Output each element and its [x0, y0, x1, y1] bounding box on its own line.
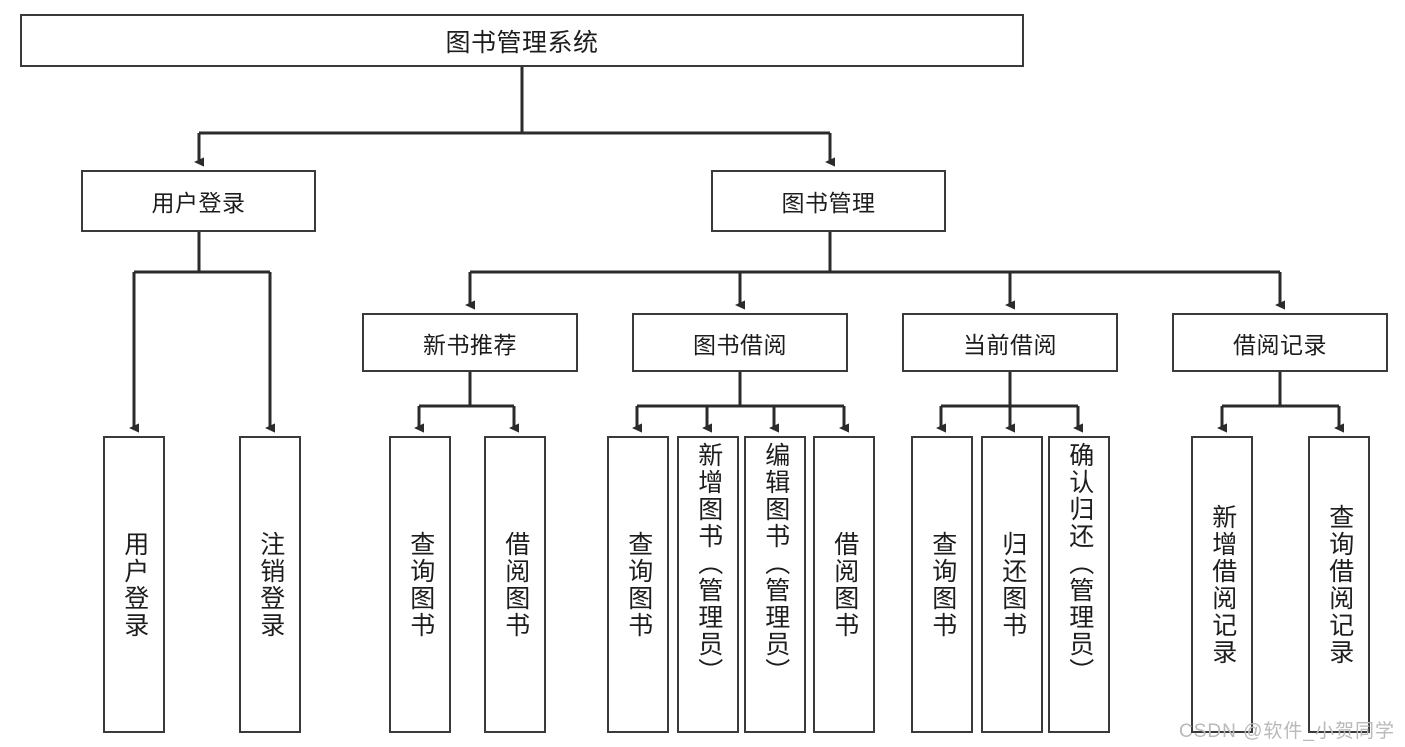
node-user-login[interactable]: 用户登录 [81, 170, 316, 232]
node-leaf-borrow-record-add-record[interactable]: 新增借阅记录 [1191, 436, 1253, 733]
node-label: 新书推荐 [423, 331, 517, 358]
node-current-borrow[interactable]: 当前借阅 [902, 313, 1118, 372]
node-leaf-book-borrow-query-book[interactable]: 查询图书 [607, 436, 669, 733]
node-borrow-record[interactable]: 借阅记录 [1172, 313, 1388, 372]
node-leaf-current-borrow-query-book[interactable]: 查询图书 [911, 436, 973, 733]
node-label: 用户登录 [120, 530, 149, 639]
node-leaf-new-book-query-book[interactable]: 查询图书 [389, 436, 451, 733]
node-label: 编辑图书（管理员） [761, 442, 790, 685]
csdn-watermark: CSDN @软件_小贺同学 [1179, 721, 1395, 742]
node-book-borrow[interactable]: 图书借阅 [632, 313, 848, 372]
node-leaf-new-book-borrow-book[interactable]: 借阅图书 [484, 436, 546, 733]
node-label: 归还图书 [998, 530, 1027, 639]
node-label: 查询借阅记录 [1325, 503, 1354, 666]
node-leaf-book-borrow-borrow-book[interactable]: 借阅图书 [813, 436, 875, 733]
node-leaf-user-login-login[interactable]: 用户登录 [103, 436, 165, 733]
node-label: 借阅图书 [830, 530, 859, 639]
node-label: 新增图书（管理员） [694, 442, 723, 685]
node-leaf-borrow-record-query-record[interactable]: 查询借阅记录 [1308, 436, 1370, 733]
node-label: 查询图书 [624, 530, 653, 639]
node-label: 图书管理系统 [445, 28, 599, 57]
node-leaf-book-borrow-edit-book-admin[interactable]: 编辑图书（管理员） [744, 436, 806, 733]
node-leaf-current-borrow-return-book[interactable]: 归还图书 [981, 436, 1043, 733]
node-leaf-current-borrow-confirm-return-admin[interactable]: 确认归还（管理员） [1048, 436, 1110, 733]
node-leaf-book-borrow-add-book-admin[interactable]: 新增图书（管理员） [677, 436, 739, 733]
node-label: 图书管理 [781, 190, 876, 216]
node-label: 查询图书 [406, 530, 435, 639]
node-book-management[interactable]: 图书管理 [711, 170, 946, 232]
node-label: 用户登录 [151, 190, 246, 216]
node-label: 借阅记录 [1233, 331, 1327, 358]
node-label: 确认归还（管理员） [1065, 442, 1094, 685]
node-label: 新增借阅记录 [1208, 503, 1237, 666]
node-label: 图书借阅 [693, 331, 787, 358]
node-label: 注销登录 [256, 530, 285, 639]
node-label: 借阅图书 [501, 530, 530, 639]
node-new-book-recommend[interactable]: 新书推荐 [362, 313, 578, 372]
node-label: 查询图书 [928, 530, 957, 639]
node-root-book-management-system[interactable]: 图书管理系统 [20, 14, 1024, 67]
node-label: 当前借阅 [963, 331, 1057, 358]
node-leaf-user-login-logout[interactable]: 注销登录 [239, 436, 301, 733]
